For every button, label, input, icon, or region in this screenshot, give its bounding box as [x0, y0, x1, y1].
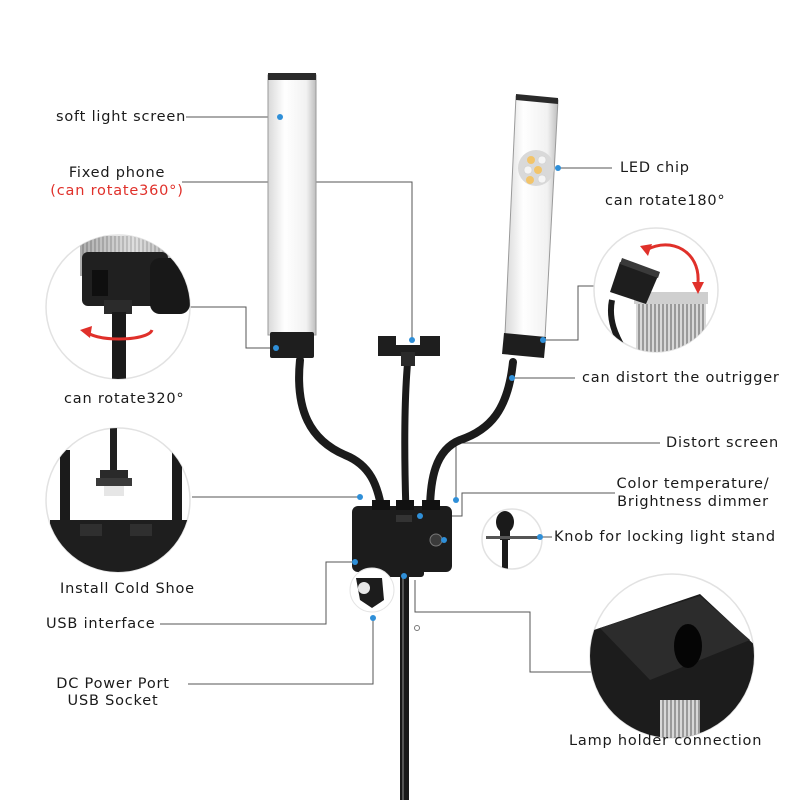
label-fixed-phone-note: (can rotate360°): [50, 183, 184, 199]
leader-rotate-180: [543, 285, 598, 341]
detail-cold-shoe: [45, 427, 191, 573]
label-dc-power-port: DC Power Port: [56, 676, 170, 692]
label-usb-socket: USB Socket: [67, 693, 159, 709]
stand-pole: [400, 568, 420, 800]
label-can-distort-outrigger: can distort the outrigger: [582, 370, 780, 386]
detail-knob: [481, 508, 543, 570]
detail-rotate-320: [45, 234, 191, 380]
clamp-bracket: [349, 567, 395, 621]
label-install-cold-shoe: Install Cold Shoe: [60, 581, 195, 597]
label-can-rotate-180: can rotate180°: [605, 193, 726, 209]
leader-lamp-holder: [414, 580, 592, 673]
leader-rotate-320: [190, 306, 276, 349]
label-lamp-holder-connection: Lamp holder connection: [569, 733, 763, 749]
leader-lines: [160, 116, 660, 685]
detail-lamp-holder: [589, 573, 755, 739]
right-arm: [426, 358, 517, 516]
leader-usb-interface: [160, 561, 355, 625]
label-led-chip: LED chip: [620, 160, 690, 176]
phone-holder: [378, 336, 440, 366]
right-light-panel: [502, 94, 561, 381]
center-arm: [401, 354, 412, 516]
detail-rotate-180: [593, 227, 719, 353]
label-soft-light-screen: soft light screen: [56, 109, 187, 125]
gooseneck-arms: [295, 354, 517, 516]
label-color-temperature: Color temperature/: [616, 476, 770, 492]
control-box: [352, 494, 459, 579]
led-chip-cluster: [518, 150, 554, 186]
dimmer-knob: [429, 533, 443, 547]
label-can-rotate-320: can rotate320°: [64, 391, 185, 407]
label-distort-screen: Distort screen: [666, 435, 779, 451]
leader-fixed-phone: [182, 181, 413, 340]
label-knob-locking-stand: Knob for locking light stand: [554, 529, 776, 545]
left-arm: [295, 356, 386, 516]
soft-light-dot: [277, 114, 283, 120]
label-brightness-dimmer: Brightness dimmer: [617, 494, 769, 510]
label-usb-interface: USB interface: [46, 616, 156, 632]
leader-dc-power: [188, 618, 374, 685]
label-fixed-phone: Fixed phone: [68, 165, 166, 181]
left-light-panel: [267, 73, 317, 358]
